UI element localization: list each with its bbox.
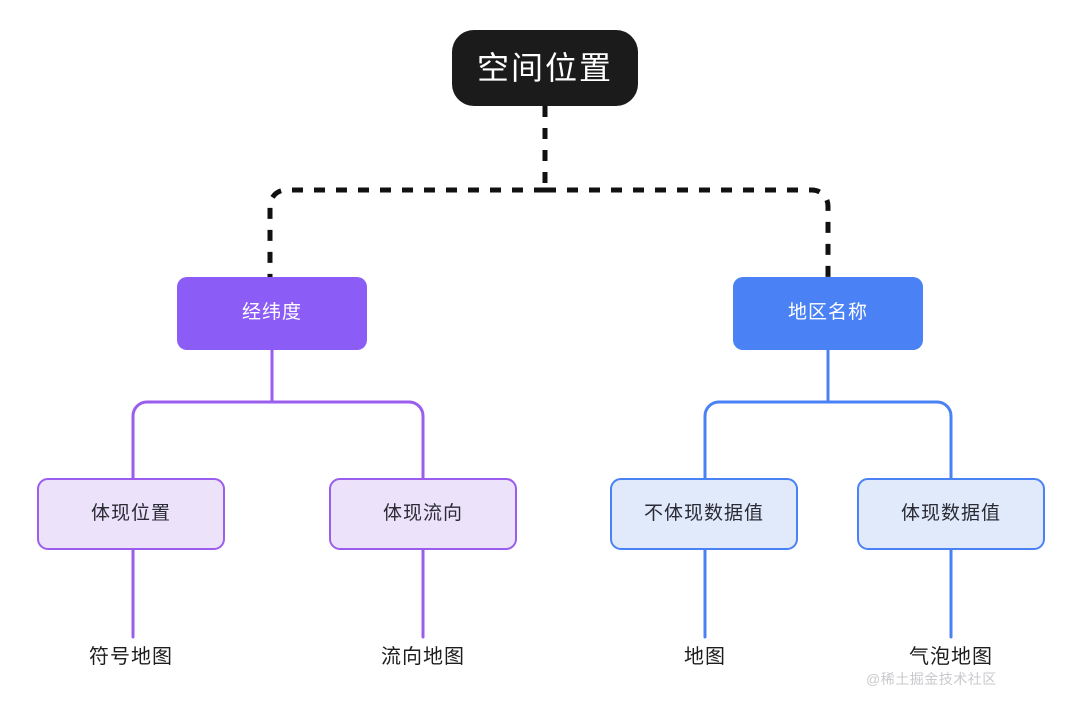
leaf-label-qipao-ditu: 气泡地图 [909,646,993,668]
connector-purple-to-right [270,400,425,480]
leaf-label-ditu: 地图 [684,646,726,668]
leaf-label-fuhao-ditu: 符号地图 [89,646,173,668]
connector-blue-to-right [826,400,953,480]
node-tixian-shujuzhi[interactable]: 体现数据值 [857,478,1045,550]
connector-blue-to-left [703,400,830,480]
node-tixian-weizhi[interactable]: 体现位置 [37,478,225,550]
connector-root-bus-right [545,187,831,277]
node-root[interactable]: 空间位置 [452,30,638,106]
watermark: @稀土掘金技术社区 [866,671,997,687]
node-jingweidu[interactable]: 经纬度 [177,277,367,350]
connector-root-bus-left [267,187,545,277]
connector-purple-to-left [131,400,274,480]
leaf-label-liuxiang-ditu: 流向地图 [381,646,465,668]
node-diqumingcheng[interactable]: 地区名称 [733,277,923,350]
node-butixian-shujuzhi[interactable]: 不体现数据值 [610,478,798,550]
node-tixian-liuxiang[interactable]: 体现流向 [329,478,517,550]
